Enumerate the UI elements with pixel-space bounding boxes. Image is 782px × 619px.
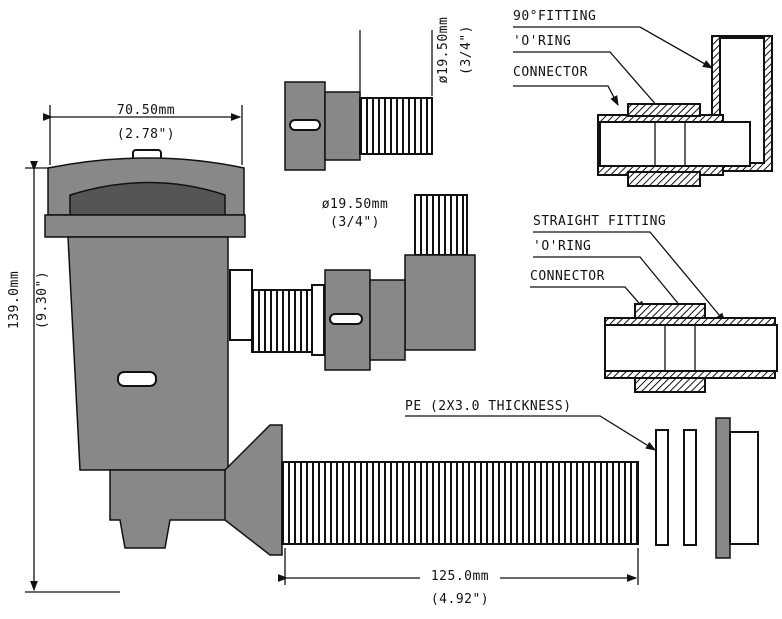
thread-length-inch: (4.92") [431,592,489,607]
height-mm: 139.0mm [7,271,22,329]
pe-washers: PE (2X3.0 THICKNESS) [405,399,759,559]
fitting-90-title: 90°FITTING [513,9,596,24]
outlet-thread [251,289,315,353]
height-inch: (9.30") [35,271,50,329]
straight-hose-barb: ø19.50mm (3/4") [284,17,474,171]
straight-fitting-connector: CONNECTOR [530,269,605,284]
width-inch: (2.78") [117,127,175,142]
long-thread: 125.0mm (4.92") [224,424,639,607]
fitting-90-connector: CONNECTOR [513,65,588,80]
straight-fitting-oring: 'O'RING [533,239,591,254]
top-outlet-mm: ø19.50mm [436,17,451,84]
pe-label: PE (2X3.0 THICKNESS) [405,399,572,414]
height-dimension: 139.0mm (9.30") [7,160,120,593]
straight-fitting-title: STRAIGHT FITTING [533,214,666,229]
straight-fitting-detail: STRAIGHT FITTING 'O'RING CONNECTOR [530,214,778,393]
fitting-90-oring: 'O'RING [513,34,571,49]
width-mm: 70.50mm [117,103,175,118]
fitting-90-detail: 90°FITTING 'O'RING CONNECTOR [513,9,773,187]
elbow-outlet-mm: ø19.50mm [322,197,389,212]
top-outlet-inch: (3/4") [459,25,474,75]
elbow-hose-barb: ø19.50mm (3/4") [322,194,476,371]
elbow-outlet-inch: (3/4") [330,215,380,230]
width-dimension: 70.50mm (2.78") [42,103,243,165]
thread-length-mm: 125.0mm [431,569,489,584]
